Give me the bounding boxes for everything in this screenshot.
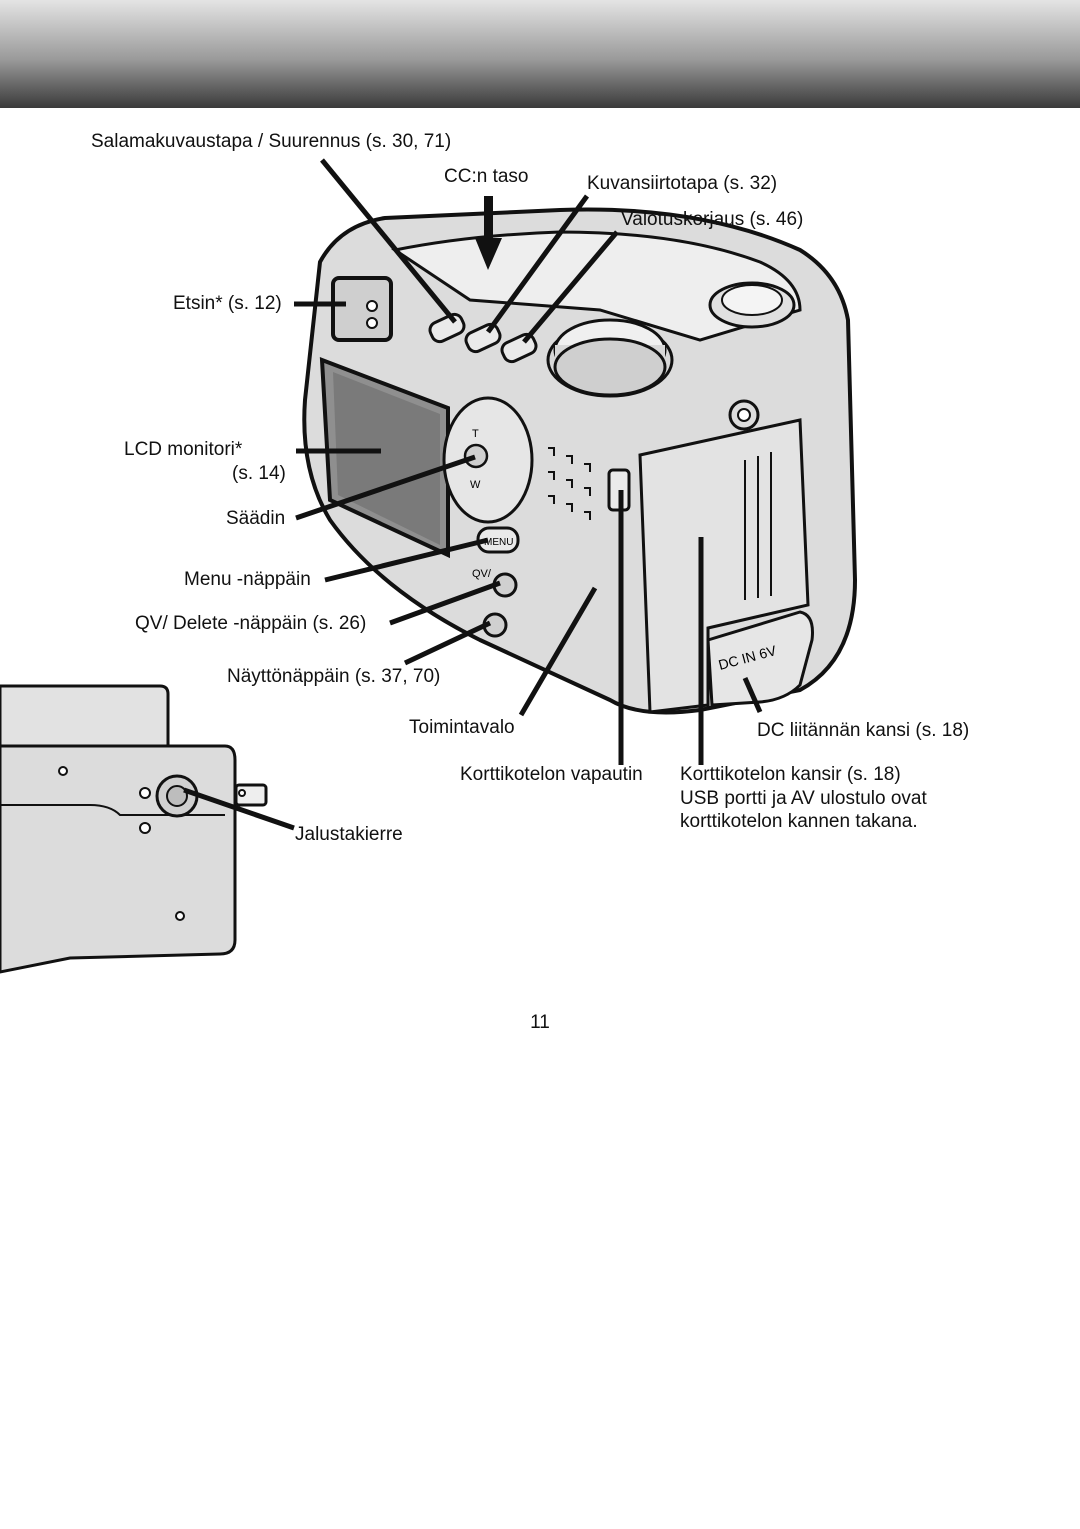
svg-text:W: W xyxy=(470,479,481,491)
top-buttons xyxy=(428,312,538,364)
viewfinder xyxy=(331,276,393,342)
dc-cover xyxy=(706,610,814,707)
label-usb-note-2: korttikotelon kannen takana. xyxy=(680,811,918,832)
label-menu-button: Menu -näppäin xyxy=(184,569,311,590)
svg-text:QV/: QV/ xyxy=(472,568,492,580)
label-lcd-line2: (s. 14) xyxy=(232,463,286,484)
label-viewfinder: Etsin* (s. 12) xyxy=(173,293,282,314)
label-flash-mode: Salamakuvaustapa / Suurennus (s. 30, 71) xyxy=(91,131,452,152)
label-tripod: Jalustakierre xyxy=(295,824,403,845)
label-exposure-comp: Valotuskorjaus (s. 46) xyxy=(621,209,804,230)
label-lcd-line1: LCD monitori* xyxy=(124,439,243,460)
label-controller: Säädin xyxy=(226,508,286,529)
leader-lines xyxy=(183,158,763,831)
card-cover xyxy=(638,418,810,714)
label-usb-note-1: USB portti ja AV ulostulo ovat xyxy=(680,788,927,809)
speaker-grille xyxy=(548,447,591,520)
label-card-cover: Korttikotelon kansir (s. 18) xyxy=(680,764,901,785)
controller: T W xyxy=(442,396,534,524)
svg-text:T: T xyxy=(472,428,479,440)
camera-bottom-view xyxy=(0,684,268,974)
page-number: 11 xyxy=(530,1012,550,1033)
label-display-button: Näyttönäppäin (s. 37, 70) xyxy=(227,666,441,687)
mode-dial xyxy=(546,318,674,398)
label-cc-level: CC:n taso xyxy=(444,166,529,187)
label-qv-delete: QV/ Delete -näppäin (s. 26) xyxy=(135,613,367,634)
label-card-release: Korttikotelon vapautin xyxy=(460,764,643,785)
top-plate xyxy=(391,230,802,342)
label-dc-cover: DC liitännän kansi (s. 18) xyxy=(757,720,970,741)
label-drive-mode: Kuvansiirtotapa (s. 32) xyxy=(587,173,778,194)
header-band xyxy=(0,0,1080,108)
svg-text:MENU: MENU xyxy=(484,537,513,548)
cc-arrow xyxy=(475,196,502,270)
label-access-lamp: Toimintavalo xyxy=(409,717,515,738)
